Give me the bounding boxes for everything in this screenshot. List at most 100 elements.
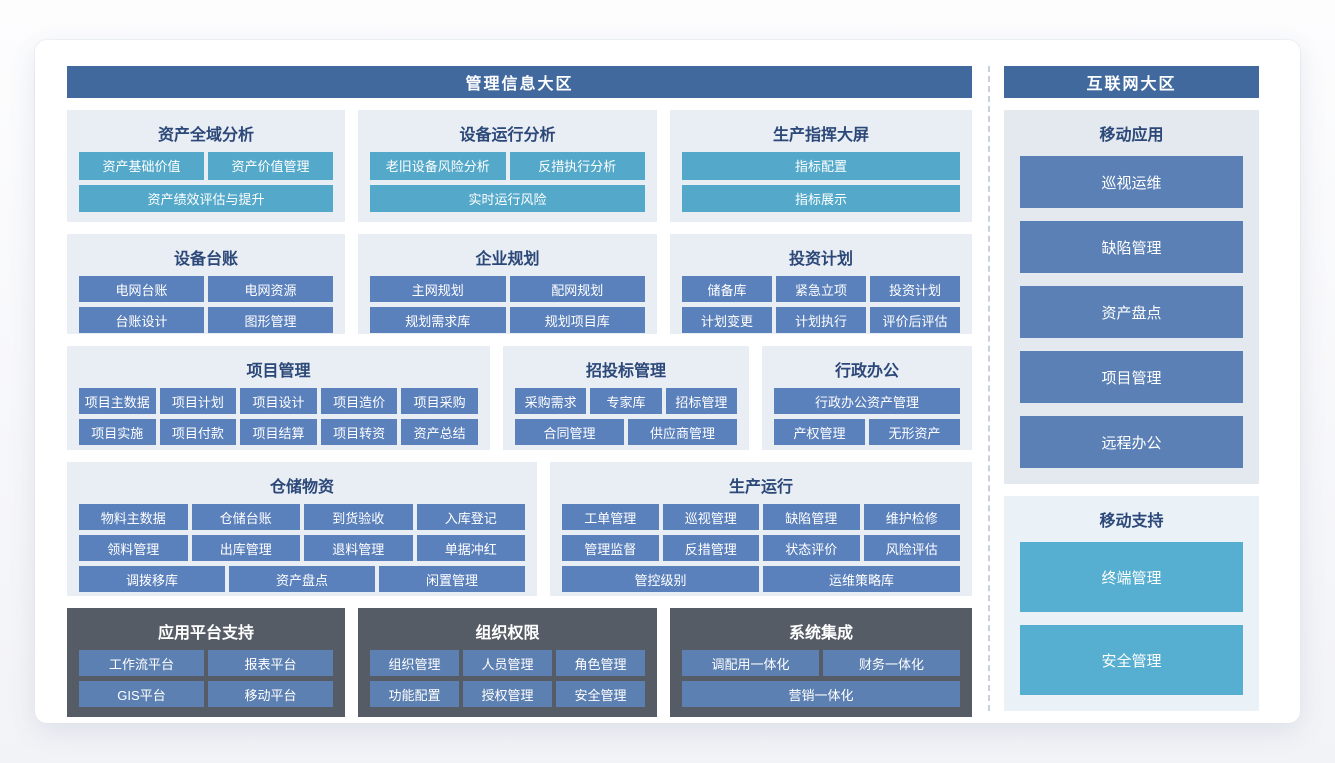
module-button[interactable]: 功能配置: [370, 681, 459, 707]
module-button[interactable]: 资产绩效评估与提升: [79, 184, 333, 212]
module-button[interactable]: 主网规划: [370, 276, 506, 302]
module-button[interactable]: 风险评估: [863, 535, 960, 561]
module-button[interactable]: 缺陷管理: [1020, 221, 1243, 273]
module-button[interactable]: 终端管理: [1020, 542, 1243, 612]
module-button[interactable]: 入库登记: [416, 504, 525, 530]
module-button[interactable]: 反措管理: [662, 535, 759, 561]
section-title: 设备台账: [173, 251, 238, 268]
module-button[interactable]: 财务一体化: [823, 650, 960, 676]
section-app-platform-support: 应用平台支持 工作流平台 报表平台 GIS平台 移动平台: [67, 608, 345, 717]
module-button[interactable]: 无形资产: [869, 419, 960, 445]
module-button[interactable]: 评价后评估: [870, 307, 960, 333]
module-button[interactable]: 规划需求库: [370, 307, 506, 333]
module-button[interactable]: 退料管理: [304, 535, 413, 561]
module-button[interactable]: 资产总结: [401, 419, 478, 445]
module-button[interactable]: 资产基础价值: [79, 152, 204, 180]
section-investment-plan: 投资计划 储备库 紧急立项 投资计划 计划变更 计划执行 评价后评估: [670, 234, 972, 334]
module-button[interactable]: 项目管理: [1020, 351, 1243, 403]
module-button[interactable]: 维护检修: [863, 504, 960, 530]
module-button[interactable]: 项目转资: [320, 419, 398, 445]
module-button[interactable]: 行政办公资产管理: [774, 388, 960, 414]
module-button[interactable]: 规划项目库: [509, 307, 645, 333]
row-4: 仓储物资 物料主数据 仓储台账 到货验收 入库登记 领料管理 出库管理 退料管理…: [67, 462, 972, 596]
module-button[interactable]: 紧急立项: [776, 276, 866, 302]
zone-divider: [988, 66, 990, 711]
section-title: 应用平台支持: [157, 625, 254, 642]
module-button[interactable]: 领料管理: [79, 535, 188, 561]
module-button[interactable]: 合同管理: [515, 419, 624, 445]
module-button[interactable]: 到货验收: [304, 504, 413, 530]
module-button[interactable]: 老旧设备风险分析: [370, 152, 506, 180]
module-button[interactable]: 项目主数据: [79, 388, 156, 414]
module-button[interactable]: 组织管理: [370, 650, 459, 676]
module-button[interactable]: 仓储台账: [191, 504, 300, 530]
module-button[interactable]: 计划变更: [682, 307, 772, 333]
section-title: 行政办公: [834, 363, 899, 380]
module-button[interactable]: 投资计划: [870, 276, 960, 302]
module-button[interactable]: 配网规划: [509, 276, 645, 302]
module-button[interactable]: 远程办公: [1020, 416, 1243, 468]
module-button[interactable]: 项目计划: [159, 388, 237, 414]
module-button[interactable]: 调拨移库: [79, 566, 225, 592]
section-title: 组织权限: [475, 625, 540, 642]
module-button[interactable]: 移动平台: [208, 681, 333, 707]
module-button[interactable]: 安全管理: [556, 681, 645, 707]
module-button[interactable]: 缺陷管理: [763, 504, 860, 530]
module-button[interactable]: 物料主数据: [79, 504, 188, 530]
module-button[interactable]: 单据冲红: [416, 535, 525, 561]
module-button[interactable]: 产权管理: [774, 419, 865, 445]
section-enterprise-planning: 企业规划 主网规划 配网规划 规划需求库 规划项目库: [358, 234, 657, 334]
module-button[interactable]: 资产价值管理: [208, 152, 333, 180]
module-button[interactable]: 台账设计: [79, 307, 204, 333]
module-button[interactable]: 角色管理: [556, 650, 645, 676]
module-button[interactable]: 图形管理: [208, 307, 333, 333]
module-button[interactable]: 调配用一体化: [682, 650, 819, 676]
section-asset-global-analysis: 资产全域分析 资产基础价值 资产价值管理 资产绩效评估与提升: [67, 110, 345, 222]
module-button[interactable]: 资产盘点: [1020, 286, 1243, 338]
section-title: 招投标管理: [585, 363, 666, 380]
module-button[interactable]: 巡视管理: [662, 504, 759, 530]
module-button[interactable]: 指标展示: [682, 184, 960, 212]
module-button[interactable]: 安全管理: [1020, 625, 1243, 695]
module-button[interactable]: 储备库: [682, 276, 772, 302]
module-button[interactable]: 采购需求: [515, 388, 587, 414]
module-button[interactable]: 管控级别: [562, 566, 759, 592]
module-button[interactable]: 项目付款: [159, 419, 237, 445]
module-button[interactable]: 招标管理: [665, 388, 737, 414]
section-bidding-management: 招投标管理 采购需求 专家库 招标管理 合同管理 供应商管理: [503, 346, 749, 450]
module-button[interactable]: 管理监督: [562, 535, 659, 561]
module-button[interactable]: 供应商管理: [628, 419, 737, 445]
module-button[interactable]: 巡视运维: [1020, 156, 1243, 208]
row-2: 设备台账 电网台账 电网资源 台账设计 图形管理 企业规划 主网规划 配网规划 …: [67, 234, 972, 334]
module-button[interactable]: 项目实施: [79, 419, 156, 445]
internet-zone: 互联网大区 移动应用 巡视运维 缺陷管理 资产盘点 项目管理 远程办公 移动支持…: [1004, 66, 1259, 711]
module-button[interactable]: 报表平台: [208, 650, 333, 676]
module-button[interactable]: 营销一体化: [682, 681, 960, 707]
module-button[interactable]: 实时运行风险: [370, 184, 645, 212]
module-button[interactable]: 指标配置: [682, 152, 960, 180]
module-button[interactable]: GIS平台: [79, 681, 204, 707]
section-equipment-ledger: 设备台账 电网台账 电网资源 台账设计 图形管理: [67, 234, 345, 334]
module-button[interactable]: 电网台账: [79, 276, 204, 302]
module-button[interactable]: 计划执行: [776, 307, 866, 333]
module-button[interactable]: 电网资源: [208, 276, 333, 302]
module-button[interactable]: 工作流平台: [79, 650, 204, 676]
section-title: 设备运行分析: [459, 127, 556, 144]
module-button[interactable]: 人员管理: [463, 650, 552, 676]
module-button[interactable]: 反措执行分析: [509, 152, 645, 180]
module-button[interactable]: 项目结算: [240, 419, 317, 445]
module-button[interactable]: 运维策略库: [763, 566, 960, 592]
module-button[interactable]: 专家库: [590, 388, 662, 414]
module-button[interactable]: 授权管理: [463, 681, 552, 707]
module-button[interactable]: 项目采购: [401, 388, 478, 414]
module-button[interactable]: 出库管理: [191, 535, 300, 561]
module-button[interactable]: 闲置管理: [379, 566, 525, 592]
module-button[interactable]: 状态评价: [763, 535, 860, 561]
module-button[interactable]: 资产盘点: [229, 566, 375, 592]
section-title: 项目管理: [246, 363, 311, 380]
row-5: 应用平台支持 工作流平台 报表平台 GIS平台 移动平台 组织权限 组织管理 人…: [67, 608, 972, 717]
module-button[interactable]: 工单管理: [562, 504, 659, 530]
zone-header-internet: 互联网大区: [1004, 66, 1259, 98]
module-button[interactable]: 项目造价: [320, 388, 398, 414]
module-button[interactable]: 项目设计: [240, 388, 317, 414]
